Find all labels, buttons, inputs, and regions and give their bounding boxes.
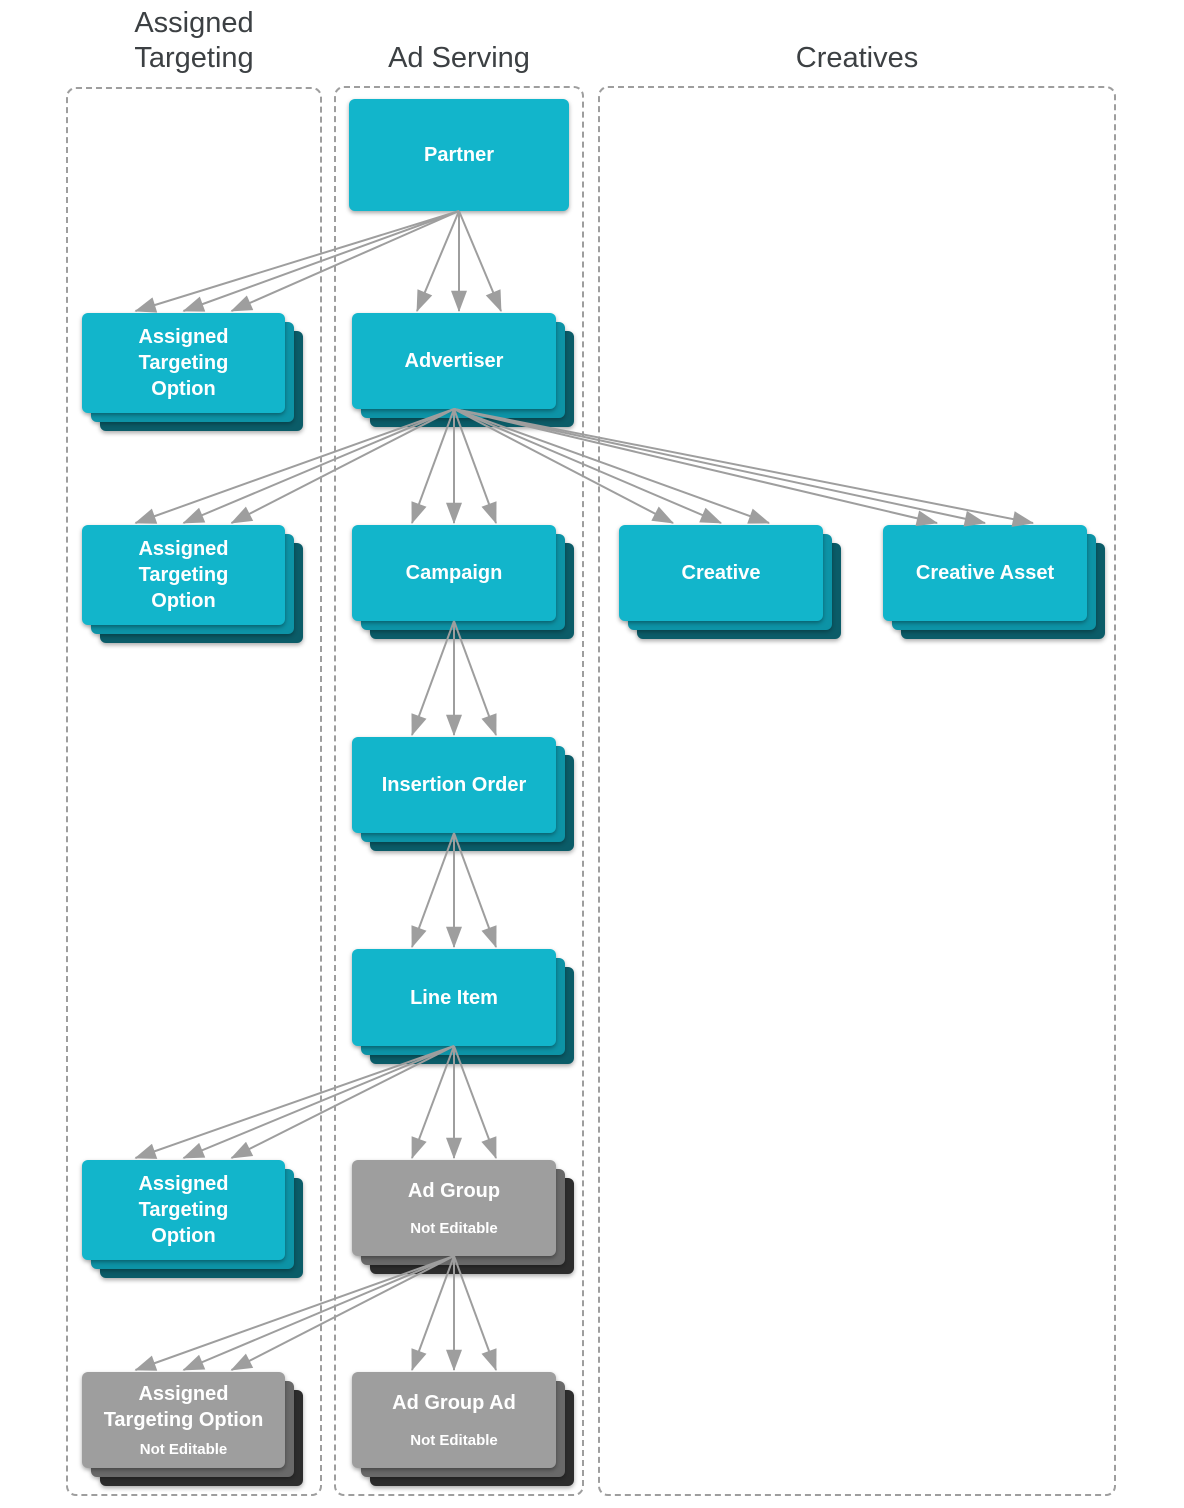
node-label: Creative Asset	[915, 562, 1055, 584]
node-label: Assigned Targeting Option	[138, 326, 229, 400]
node-label: Creative	[681, 562, 761, 584]
node-sublabel: Not Editable	[410, 1220, 498, 1237]
node-label: Ad Group Ad	[392, 1392, 516, 1414]
node-sublabel: Not Editable	[139, 1441, 228, 1458]
node-face: Ad Group Not Editable	[352, 1160, 556, 1256]
node-face: Creative Asset	[883, 525, 1087, 621]
column-creatives	[598, 86, 1116, 1496]
node-face: Campaign	[352, 525, 556, 621]
column-title-creatives: Creatives	[795, 42, 919, 74]
node-sublabel: Not Editable	[410, 1432, 498, 1449]
node-ad-group: Ad Group Not Editable	[352, 1160, 574, 1274]
node-label: Ad Group	[407, 1180, 501, 1202]
column-title-ad-serving: Ad Serving	[388, 42, 530, 74]
node-face: Assigned Targeting Option Not Editable	[82, 1372, 285, 1468]
node-face: Creative	[619, 525, 823, 621]
column-ad-serving	[334, 86, 584, 1496]
node-face: Ad Group Ad Not Editable	[352, 1372, 556, 1468]
node-advertiser: Advertiser	[352, 313, 574, 427]
node-face: Insertion Order	[352, 737, 556, 833]
node-insertion-order: Insertion Order	[352, 737, 574, 851]
node-face: Assigned Targeting Option	[82, 1160, 285, 1260]
node-assigned-targeting-option-advertiser: Assigned Targeting Option	[82, 525, 303, 643]
node-creative-asset: Creative Asset	[883, 525, 1105, 639]
node-label: Assigned Targeting Option	[138, 538, 229, 612]
node-face: Partner	[349, 99, 569, 211]
node-line-item: Line Item	[352, 949, 574, 1064]
node-label: Assigned Targeting Option	[103, 1383, 264, 1431]
node-label: Insertion Order	[381, 774, 527, 796]
node-label: Advertiser	[404, 350, 504, 372]
node-campaign: Campaign	[352, 525, 574, 639]
node-face: Advertiser	[352, 313, 556, 409]
node-assigned-targeting-option-line-item: Assigned Targeting Option	[82, 1160, 303, 1278]
node-label: Assigned Targeting Option	[138, 1173, 229, 1247]
node-creative: Creative	[619, 525, 841, 639]
column-assigned-targeting	[66, 87, 322, 1496]
node-assigned-targeting-option-ad-group: Assigned Targeting Option Not Editable	[82, 1372, 303, 1486]
node-ad-group-ad: Ad Group Ad Not Editable	[352, 1372, 574, 1486]
node-face: Assigned Targeting Option	[82, 313, 285, 413]
column-title-assigned-targeting: Assigned Targeting	[134, 7, 254, 74]
node-partner: Partner	[349, 99, 569, 211]
node-face: Assigned Targeting Option	[82, 525, 285, 625]
node-label: Line Item	[410, 986, 498, 1009]
node-face: Line Item	[352, 949, 556, 1046]
node-label: Partner	[423, 144, 495, 166]
node-label: Campaign	[405, 562, 503, 584]
node-assigned-targeting-option-partner: Assigned Targeting Option	[82, 313, 303, 431]
